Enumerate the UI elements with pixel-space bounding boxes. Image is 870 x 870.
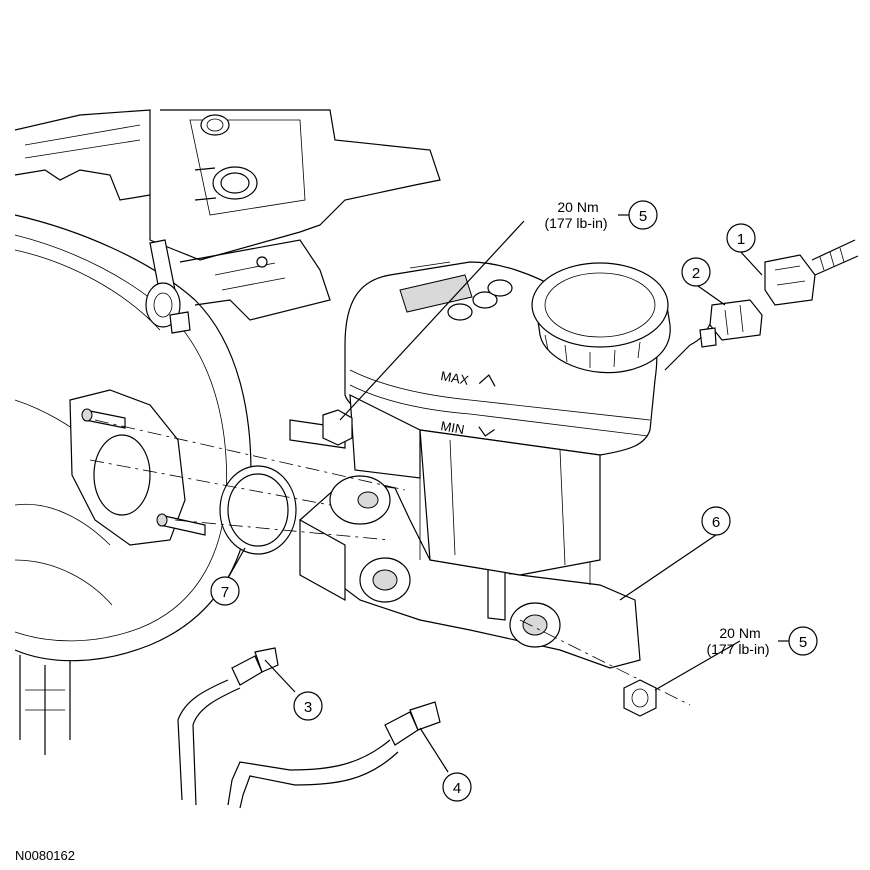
booster-mounting-studs [69,389,206,546]
callout-3-number: 3 [304,699,312,716]
torque-spec-upper-nm: 20 Nm [557,199,598,215]
engine-bay-structure [14,109,441,334]
callout-6-number: 6 [712,514,720,531]
max-marking: MAX [439,368,470,388]
callout-5-lower-number: 5 [799,634,807,651]
callout-2-number: 2 [692,265,700,282]
callout-5-upper-number: 5 [639,208,647,225]
callout-1-number: 1 [737,231,745,248]
callout-5-lower: 5 20 Nm (177 lb-in) [706,625,818,657]
min-marking: MIN [439,418,465,437]
torque-spec-upper-lbin: (177 lb-in) [544,215,607,231]
callout-5-upper: 5 20 Nm (177 lb-in) [544,199,658,231]
callout-7: 7 [210,576,240,606]
retaining-nuts [289,409,657,717]
callout-6: 6 [701,506,731,536]
callout-2: 2 [681,257,711,287]
callout-1: 1 [726,223,756,253]
callout-4-number: 4 [453,780,461,797]
leader-lines [227,220,763,773]
figure-id: N0080162 [15,848,75,863]
fluid-reservoir: MAX MIN [344,261,671,576]
torque-spec-lower-lbin: (177 lb-in) [706,641,769,657]
callout-7-number: 7 [221,584,229,601]
callout-4: 4 [442,772,472,802]
brake-lines [177,647,441,809]
torque-spec-lower-nm: 20 Nm [719,625,760,641]
master-cylinder-seal [219,465,297,555]
assembly-centerlines [89,419,691,706]
fluid-level-sensor-connector [664,239,859,371]
callout-3: 3 [293,691,323,721]
